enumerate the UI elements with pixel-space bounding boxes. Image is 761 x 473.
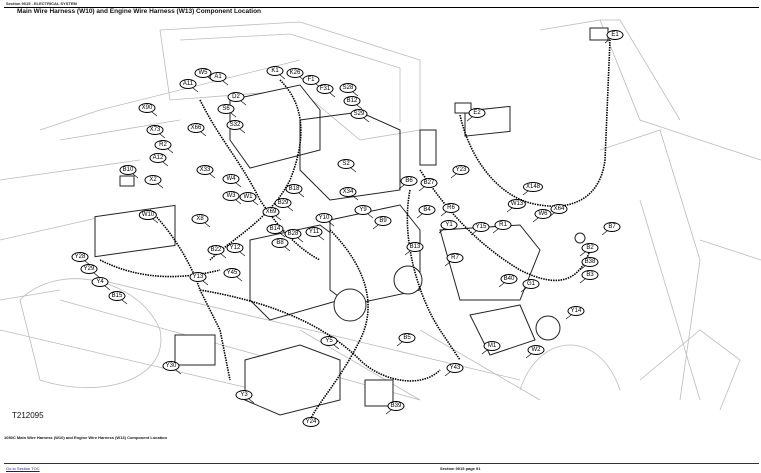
callout-r6: R6 (442, 203, 460, 213)
callout-y45: Y45 (223, 268, 241, 278)
callout-s2: S2 (337, 159, 355, 169)
page-title: Main Wire Harness (W10) and Engine Wire … (17, 8, 262, 15)
callout-y13: Y13 (189, 272, 207, 282)
callout-y43: Y43 (446, 363, 464, 373)
callout-b22: B22 (207, 245, 225, 255)
callout-b13: B13 (406, 242, 424, 252)
callout-x73: X73 (146, 125, 164, 135)
callout-y9: Y9 (354, 205, 372, 215)
callout-s32: S32 (226, 120, 244, 130)
callout-s29: S29 (350, 109, 368, 119)
callout-y14: Y14 (567, 306, 585, 316)
callout-r7: R7 (446, 253, 464, 263)
callout-b3: B3 (581, 270, 599, 280)
callout-b14: B14 (266, 224, 284, 234)
callout-y24: Y24 (302, 417, 320, 427)
callout-k26: K26 (286, 68, 304, 78)
callout-y10: Y10 (315, 213, 333, 223)
callout-f31: F31 (316, 84, 334, 94)
callout-k1: K1 (266, 66, 284, 76)
callout-y28: Y28 (71, 252, 89, 262)
callout-y29: Y29 (80, 264, 98, 274)
callout-b7: B7 (603, 222, 621, 232)
callout-b12: B12 (343, 96, 361, 106)
callout-y15: Y15 (472, 222, 490, 232)
callout-x2: X2 (144, 175, 162, 185)
figure-id: T212095 (12, 411, 44, 420)
callout-b27: B27 (420, 178, 438, 188)
callout-x33: X33 (196, 165, 214, 175)
callout-s6: S6 (217, 104, 235, 114)
callout-b9: B9 (374, 216, 392, 226)
callout-y11: Y11 (305, 227, 323, 237)
components (94, 27, 609, 416)
callout-b15: B15 (108, 291, 126, 301)
callout-a11: A11 (179, 79, 197, 89)
section-toc-link[interactable]: Go to Section TOC (6, 466, 40, 471)
callout-b28: B28 (284, 229, 302, 239)
wire-harness-paths (99, 39, 611, 418)
callout-y5: Y5 (320, 336, 338, 346)
callout-x66: X66 (187, 123, 205, 133)
callout-e1: E1 (606, 30, 624, 40)
callout-y4: Y4 (91, 277, 109, 287)
callout-b6: B6 (400, 176, 418, 186)
callout-x64: X64 (550, 204, 568, 214)
callout-r1: R1 (494, 220, 512, 230)
callout-w6: W6 (534, 209, 552, 219)
callout-y23: Y23 (452, 165, 470, 175)
callout-w10: W10 (138, 210, 158, 220)
callout-x90: X90 (138, 103, 156, 113)
callout-b39: B39 (387, 401, 405, 411)
callout-a12: A12 (149, 153, 167, 163)
callout-b29: B29 (274, 198, 292, 208)
callout-b4: B4 (418, 205, 436, 215)
callout-y3: Y3 (235, 390, 253, 400)
callout-b2: B2 (581, 243, 599, 253)
machine-outline (0, 19, 761, 411)
callout-s28: S28 (339, 83, 357, 93)
callout-x34: X34 (339, 187, 357, 197)
callout-b10: B10 (119, 165, 137, 175)
callout-b38: B38 (581, 257, 599, 267)
callout-x8: X8 (191, 214, 209, 224)
callout-w13: W13 (507, 199, 527, 209)
footer-divider (4, 463, 759, 464)
callout-d2: D2 (227, 92, 245, 102)
callout-a1: A1 (209, 72, 227, 82)
callout-y12: Y12 (226, 243, 244, 253)
callout-b40: B40 (500, 274, 518, 284)
callout-r2: R2 (154, 140, 172, 150)
page-number: Section 9015 page 91 (440, 466, 481, 471)
callout-y30: Y30 (162, 361, 180, 371)
callout-b18: B18 (285, 184, 303, 194)
callout-m1: M1 (483, 341, 501, 351)
callout-e2: E2 (468, 108, 486, 118)
section-header: Section 9015 - ELECTRICAL SYSTEM (6, 1, 77, 6)
callout-f1: F1 (302, 75, 320, 85)
callout-y1: Y1 (440, 220, 458, 230)
figure-caption: 1050C Main Wire Harness (W10) and Engine… (4, 435, 168, 440)
callout-x69: X69 (262, 207, 280, 217)
callout-w2: W2 (527, 345, 545, 355)
callout-g1: G1 (522, 279, 540, 289)
callout-x148: X148 (522, 182, 544, 192)
callout-b8: B8 (271, 238, 289, 248)
callout-w4: W4 (222, 174, 240, 184)
callout-b5: B5 (398, 333, 416, 343)
header-divider (4, 7, 759, 8)
callout-w1: W1 (239, 192, 257, 202)
callout-w3: W3 (222, 191, 240, 201)
